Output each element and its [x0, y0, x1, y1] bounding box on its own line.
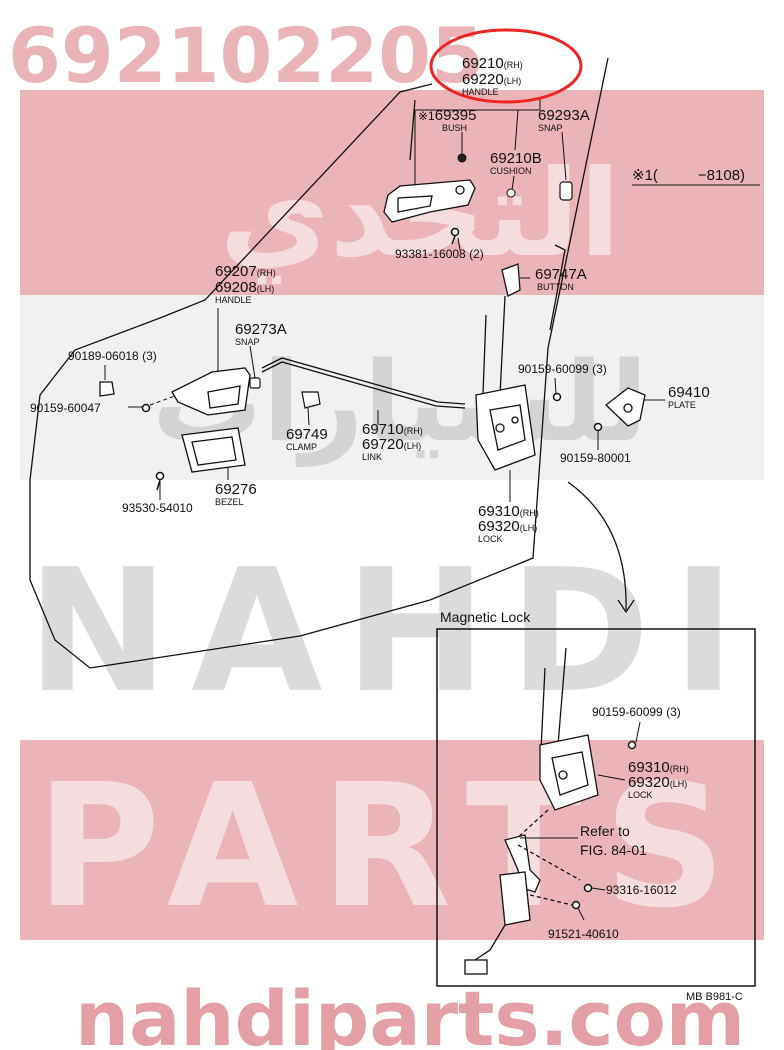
highlight-ellipse [429, 28, 583, 104]
label-69410: 69410 [668, 384, 710, 401]
door-window-line [409, 99, 416, 161]
leader-69749 [307, 407, 310, 426]
label-69749: 69749 [286, 426, 328, 443]
snap-69273a-drawing [249, 377, 261, 389]
label-69273a-name: SNAP [235, 337, 260, 347]
leader-69210b-top [514, 109, 519, 151]
label-69310-name: LOCK [478, 534, 503, 544]
screw-93381-drawing [450, 227, 460, 245]
label-69210: 69210(RH) [462, 55, 523, 72]
inside-handle-drawing [383, 179, 476, 223]
label-90159-60099: 90159-60099 (3) [518, 362, 607, 376]
inset-label-69310: 69310(RH) [628, 759, 689, 776]
watermark-band-mid [20, 295, 764, 480]
label-69276: 69276 [215, 481, 257, 498]
door-rear-line [29, 57, 609, 669]
inset-label-69320: 69320(LH) [628, 774, 687, 791]
label-90159-80001: 90159-80001 [560, 451, 631, 465]
label-90189: 90189-06018 (3) [68, 349, 157, 363]
leader-69273a [249, 345, 256, 379]
leader-69293a [561, 131, 567, 181]
screw-60099-drawing [552, 392, 562, 402]
inset-labels: 90159-60099 (3) 69310(RH) 69320(LH) LOCK… [548, 705, 689, 941]
lock-assembly-drawing [475, 295, 536, 471]
door-outline [29, 57, 609, 669]
inset-lock-drawing [514, 647, 599, 841]
label-69747a: 69747A [535, 266, 587, 283]
label-69720: 69720(LH) [362, 436, 421, 453]
screw-93530-drawing [155, 471, 165, 491]
outside-handle-drawing [171, 367, 251, 416]
note-range: ※1(−8108) [632, 167, 745, 184]
leader-69210b [511, 175, 515, 191]
inset-label-69310-name: LOCK [628, 790, 653, 800]
label-69410-name: PLATE [668, 400, 696, 410]
label-69207: 69207(RH) [215, 263, 276, 280]
leader-lines [104, 98, 760, 502]
figure-code: MB B981-C [686, 991, 743, 1003]
label-69273a: 69273A [235, 321, 287, 338]
watermark-band-parts [20, 740, 764, 940]
magnetic-lock-inset: Magnetic Lock [436, 609, 756, 987]
inset-screw-93316-drawing [583, 883, 593, 893]
label-69293a: 69293A [538, 107, 590, 124]
label-93381: 93381-16008 (2) [395, 247, 484, 261]
nut-90189-drawing [99, 381, 115, 397]
button-69747a-drawing [501, 263, 521, 297]
label-69207-name: HANDLE [215, 295, 252, 305]
inset-label-90159-60099: 90159-60099 (3) [592, 705, 681, 719]
inset-label-91521: 91521-40610 [548, 927, 619, 941]
screw-80001-drawing [593, 422, 603, 432]
inset-refer-line-2: FIG. 84-01 [580, 842, 647, 858]
labels: 69210(RH) 69220(LH) HANDLE ※169395 BUSH … [30, 55, 745, 544]
inset-frame [436, 628, 756, 987]
inset-refer-line-1: Refer to [580, 823, 630, 839]
label-69395-name: BUSH [442, 123, 467, 133]
label-69395: ※169395 [418, 107, 476, 124]
screw-60047-drawing [141, 403, 151, 413]
clamp-drawing [301, 391, 321, 409]
label-69320: 69320(LH) [478, 518, 537, 535]
label-69210b: 69210B [490, 150, 542, 167]
snap-69293a-drawing [559, 181, 573, 201]
label-90159-60047: 90159-60047 [30, 401, 101, 415]
leader-69210 [414, 98, 541, 205]
door-frame-line [29, 83, 433, 481]
arrow-to-inset [567, 481, 635, 614]
bezel-drawing [181, 427, 246, 473]
plate-drawing [605, 387, 646, 427]
inset-title: Magnetic Lock [440, 609, 531, 625]
label-93530: 93530-54010 [122, 501, 193, 515]
watermark-part-number: 692102205 [8, 11, 484, 100]
leader-90159-60099 [554, 377, 557, 396]
inset-screw-91521-drawing [571, 900, 581, 910]
inset-actuator-drawing [464, 834, 581, 975]
watermark-nahdi: NAHDI [27, 533, 757, 731]
cushion-drawing [506, 188, 516, 198]
label-69220: 69220(LH) [462, 71, 521, 88]
door-glass-run [549, 244, 566, 331]
label-69747a-name: BUTTON [537, 282, 574, 292]
link-rod-drawing [261, 357, 466, 409]
label-69210b-name: CUSHION [490, 166, 532, 176]
inset-label-93316: 93316-16012 [606, 883, 677, 897]
inset-screw-60099-drawing [627, 740, 637, 750]
label-69210-name: HANDLE [462, 87, 499, 97]
watermark-parts: PARTS [36, 748, 748, 946]
label-69293a-name: SNAP [538, 123, 563, 133]
label-69208: 69208(LH) [215, 279, 274, 296]
label-69749-name: CLAMP [286, 442, 317, 452]
bush-drawing [457, 153, 467, 163]
inset-leaders [520, 721, 641, 921]
leader-93381 [457, 237, 461, 251]
label-69710-name: LINK [362, 452, 382, 462]
label-69276-name: BEZEL [215, 497, 244, 507]
label-69710: 69710(RH) [362, 421, 423, 438]
label-69310: 69310(RH) [478, 503, 539, 520]
